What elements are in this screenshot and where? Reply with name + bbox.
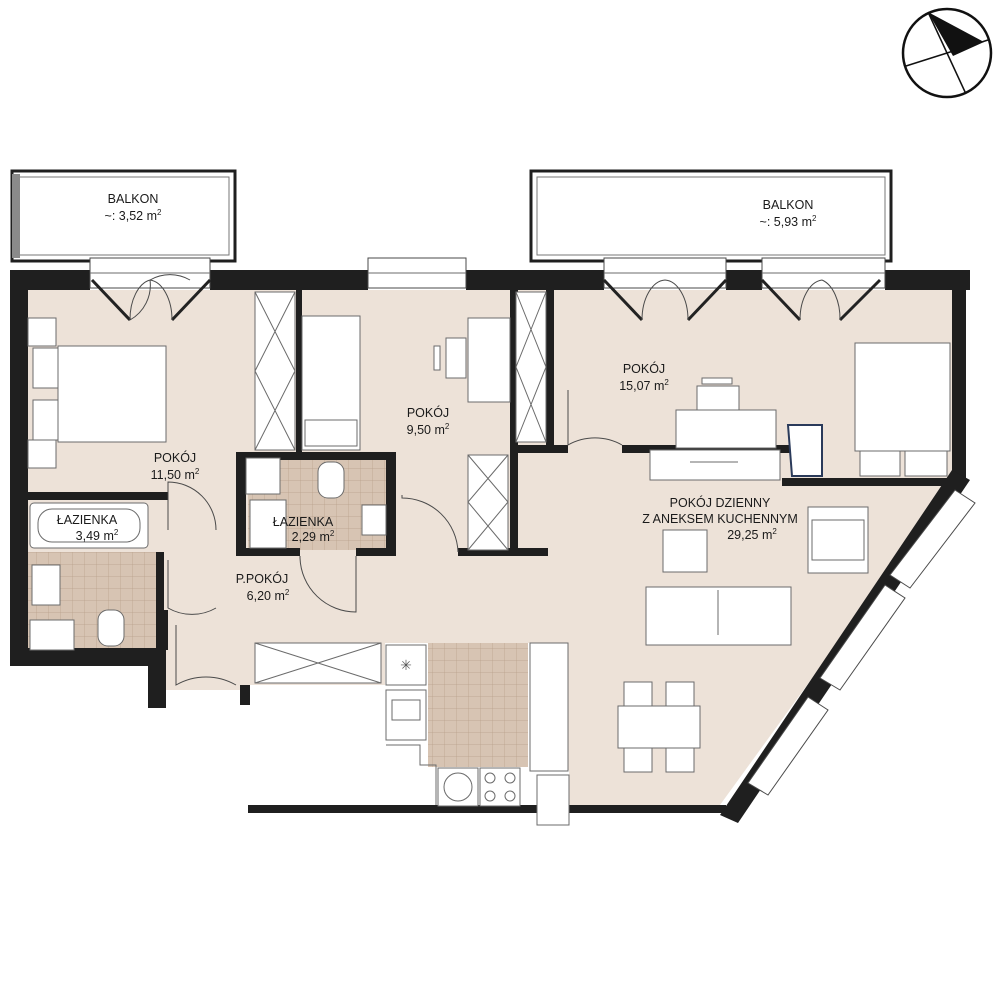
svg-text:~: 3,52 m2: ~: 3,52 m2 (105, 208, 162, 223)
svg-text:✳: ✳ (400, 657, 412, 673)
svg-text:Z ANEKSEM KUCHENNYM: Z ANEKSEM KUCHENNYM (642, 512, 798, 526)
kitchen: ✳ (385, 642, 570, 826)
balcony-left-area: ~: 3,52 m (105, 209, 157, 223)
bed (27, 315, 951, 477)
balcony-label-right: BALKON ~: 5,93 m2 (760, 198, 817, 229)
balcony-right-name: BALKON (763, 198, 814, 212)
room-label-bathroom-2: ŁAZIENKA 2,29 m2 (273, 515, 335, 544)
svg-text:ŁAZIENKA: ŁAZIENKA (57, 513, 118, 527)
svg-text:POKÓJ: POKÓJ (623, 361, 665, 376)
room-label-bedroom-2: POKÓJ 9,50 m2 (407, 405, 450, 437)
north-windows (89, 257, 886, 289)
svg-text:6,20 m2: 6,20 m2 (247, 588, 290, 603)
balcony-left-name: BALKON (108, 192, 159, 206)
balcony-right (529, 169, 893, 263)
svg-text:POKÓJ: POKÓJ (154, 450, 196, 465)
room-label-bedroom-1: POKÓJ 11,50 m2 (151, 450, 200, 482)
kitchen-tiles (428, 643, 528, 767)
svg-text:~: 5,93 m2: ~: 5,93 m2 (760, 214, 817, 229)
svg-text:POKÓJ DZIENNY: POKÓJ DZIENNY (670, 495, 771, 510)
balcony-label-left: BALKON ~: 3,52 m2 (105, 192, 162, 223)
room-label-bathroom-1: ŁAZIENKA 3,49 m2 (57, 513, 119, 543)
svg-text:9,50 m2: 9,50 m2 (407, 422, 450, 437)
svg-text:P.POKÓJ: P.POKÓJ (236, 571, 289, 586)
svg-text:29,25 m2: 29,25 m2 (727, 527, 777, 542)
bathroom-fixtures (29, 457, 387, 651)
room-label-living-room: POKÓJ DZIENNY Z ANEKSEM KUCHENNYM 29,25 … (642, 495, 798, 542)
balcony-right-area: ~: 5,93 m (760, 215, 812, 229)
room-label-hallway: P.POKÓJ 6,20 m2 (236, 571, 290, 603)
desk (433, 317, 823, 481)
svg-text:11,50 m2: 11,50 m2 (151, 467, 200, 482)
svg-text:ŁAZIENKA: ŁAZIENKA (273, 515, 334, 529)
room-label-bedroom-3: POKÓJ 15,07 m2 (619, 361, 669, 393)
inner-walls (28, 290, 952, 650)
wardrobe (254, 291, 547, 684)
svg-text:POKÓJ: POKÓJ (407, 405, 449, 420)
north-arrow-icon (901, 7, 993, 99)
svg-text:15,07 m2: 15,07 m2 (619, 378, 669, 393)
diagonal-windows (747, 489, 976, 796)
living-furniture (617, 506, 869, 773)
svg-text:2,29 m2: 2,29 m2 (292, 529, 335, 544)
svg-text:3,49 m2: 3,49 m2 (76, 528, 119, 543)
doors (90, 274, 882, 686)
